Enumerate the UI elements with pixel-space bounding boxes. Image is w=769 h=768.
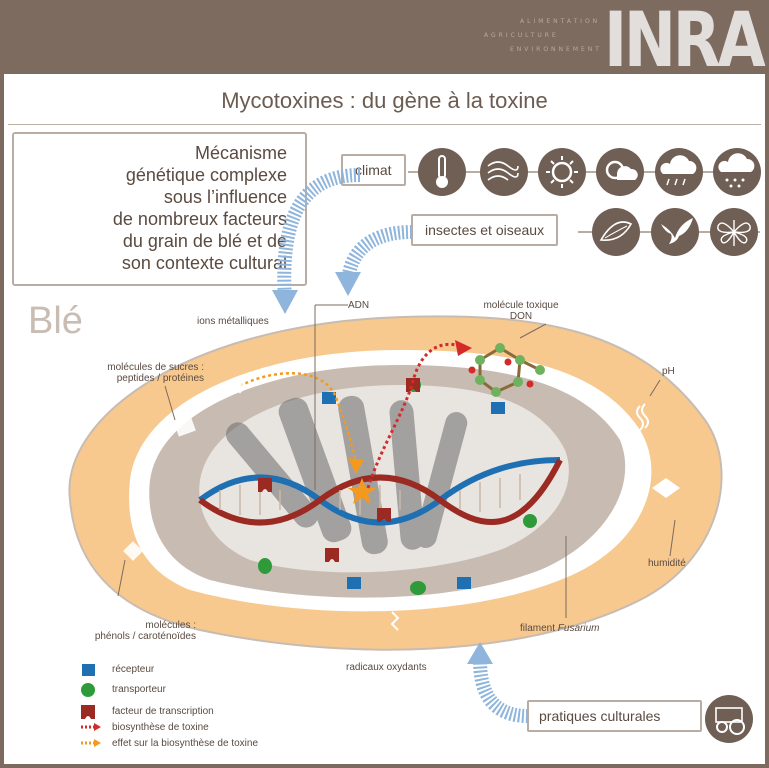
humidite-motif <box>652 478 680 498</box>
mechanism-line-1: Mécanisme <box>194 143 287 163</box>
ph-motif <box>636 403 649 431</box>
sucres-label: molécules de sucres : peptides / protéin… <box>88 362 204 384</box>
title-bar <box>8 76 761 125</box>
effect-arrowhead <box>348 458 364 474</box>
legend-facteur-marker <box>81 705 95 719</box>
sun-icon <box>538 148 586 196</box>
mechanism-line-6: son contexte cultural <box>121 253 287 273</box>
phenols-label-line1: molécules : <box>145 620 196 631</box>
rain-cloud-icon <box>655 148 703 196</box>
legend-effet: effet sur la biosynthèse de toxine <box>112 738 259 749</box>
phenols-label-line2: phénols / caroténoïdes <box>94 631 196 642</box>
ble-label: Blé <box>28 300 83 342</box>
legend-biosynthese-marker <box>81 723 101 731</box>
wind-icon <box>480 148 528 196</box>
toxin-arrowhead <box>455 340 472 356</box>
filament-label: filament Fusarium <box>520 623 599 634</box>
ions-label: ions métalliques <box>197 316 269 327</box>
legend-effet-marker <box>81 739 101 747</box>
sun-cloud-icon <box>596 148 644 196</box>
ph-label: pH <box>662 366 675 377</box>
climat-icons <box>418 148 761 196</box>
toxic-molecule-label-line2: DON <box>509 311 533 322</box>
insectes-label: insectes et oiseaux <box>411 214 559 246</box>
leaf-insect-icon <box>592 208 640 256</box>
leader-lines <box>117 304 676 618</box>
radicaux-motif <box>390 611 400 631</box>
legend-transporteur: transporteur <box>112 684 166 695</box>
climat-arrowhead <box>272 290 298 314</box>
legend-biosynthese: biosynthèse de toxine <box>112 722 209 733</box>
mechanism-line-5: du grain de blé et de <box>122 231 287 251</box>
pratiques-arrowhead <box>467 642 493 664</box>
toxic-molecule-label-line1: molécule toxique <box>483 300 559 311</box>
mechanism-line-3: sous l’influence <box>163 187 287 207</box>
humidite-label: humidité <box>648 558 686 569</box>
adn-label: ADN <box>348 300 370 311</box>
transcription-factors <box>258 378 420 562</box>
page-title: Mycotoxines : du gène à la toxine <box>221 88 548 113</box>
mechanism-line-2: génétique complexe <box>125 165 287 185</box>
inra-logo: INRA <box>604 0 766 84</box>
filament-label-text: filament <box>520 623 556 634</box>
butterfly-icon <box>710 208 758 256</box>
sucres-motif <box>174 417 196 437</box>
radicaux-label: radicaux oxydants <box>346 662 427 673</box>
effect-arrow <box>239 372 358 463</box>
insectes-arrowhead <box>335 272 361 296</box>
phenols-label: molécules : phénols / caroténoïdes <box>64 620 196 642</box>
insect-icons <box>592 208 758 256</box>
sucres-label-line1: molécules de sucres : <box>107 362 204 373</box>
rain-heavy-icon <box>713 148 761 196</box>
sucres-label-line2: peptides / protéines <box>116 373 204 384</box>
mechanism-box: Mécanisme génétique complexe sous l’infl… <box>12 132 307 286</box>
tractor-icon <box>705 695 753 743</box>
ions-motif <box>234 382 246 394</box>
logo-subtitle-3: ENVIRONNEMENT <box>510 46 602 53</box>
legend-recepteur-marker <box>82 664 95 676</box>
toxic-molecule-label: molécule toxique DON <box>456 300 586 322</box>
activation-star <box>348 478 376 504</box>
pratiques-label: pratiques culturales <box>527 700 703 732</box>
fusarium-label: Fusarium <box>557 623 600 634</box>
legend-transporteur-marker <box>81 683 95 697</box>
toxin-molecule <box>468 343 545 397</box>
legend-facteur: facteur de transcription <box>112 706 214 717</box>
pratiques-arrow <box>473 659 529 723</box>
toxin-arrow <box>366 342 461 489</box>
logo-subtitle-1: ALIMENTATION <box>520 18 601 25</box>
mechanism-line-4: de nombreux facteurs <box>112 209 287 229</box>
bird-icon <box>651 208 699 256</box>
thermometer-icon <box>418 148 466 196</box>
receptors <box>322 392 505 589</box>
climat-arrow <box>277 168 361 301</box>
legend-recepteur: récepteur <box>112 664 155 675</box>
logo-subtitle-2: AGRICULTURE <box>484 32 559 39</box>
